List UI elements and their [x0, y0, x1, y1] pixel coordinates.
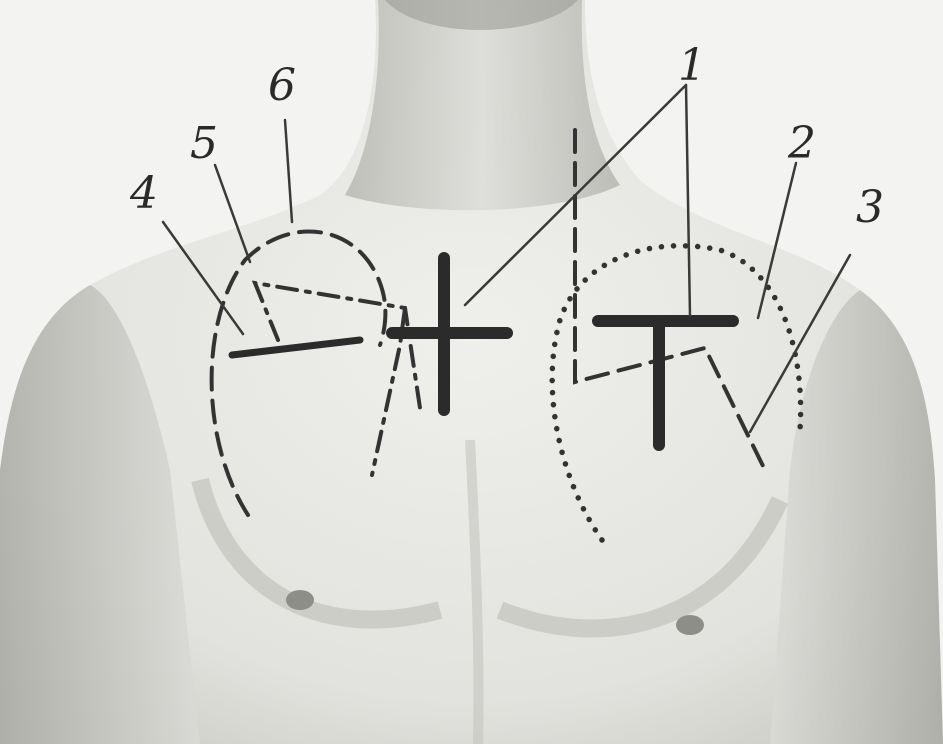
callout-label-6: 6 [268, 60, 296, 111]
callout-label-5: 5 [190, 118, 218, 169]
callout-label-4: 4 [129, 168, 158, 219]
callout-label-1: 1 [678, 40, 706, 91]
callout-label-3: 3 [856, 182, 884, 233]
left-nipple [286, 590, 314, 610]
right-nipple [676, 615, 704, 635]
callout-label-2: 2 [787, 118, 816, 169]
